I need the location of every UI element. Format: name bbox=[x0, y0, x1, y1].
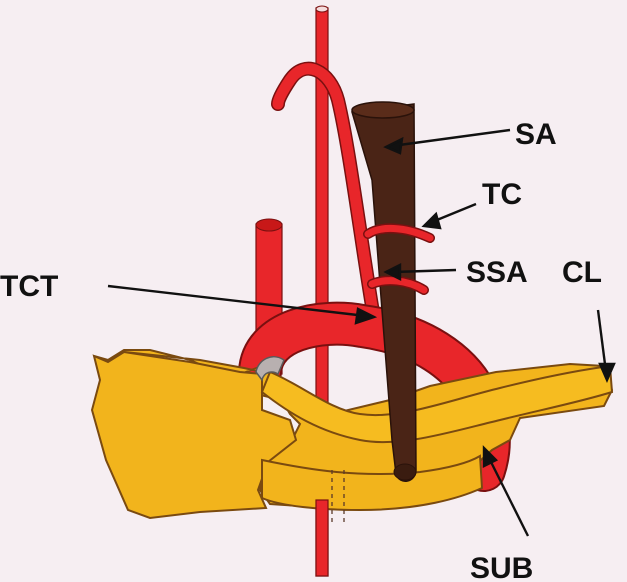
label-cl: CL bbox=[562, 256, 602, 289]
label-sub: SUB bbox=[470, 552, 533, 582]
arrow-sa bbox=[391, 128, 511, 148]
arrow-tct bbox=[107, 284, 367, 318]
label-ssa: SSA bbox=[466, 256, 528, 289]
arrow-ssa bbox=[393, 268, 457, 274]
scalene-anterior bbox=[351, 101, 417, 482]
label-tc: TC bbox=[482, 178, 522, 211]
clavicle-bone bbox=[90, 349, 614, 522]
arrow-tc bbox=[431, 202, 477, 224]
label-sa: SA bbox=[515, 118, 557, 151]
arrow-cl bbox=[596, 309, 608, 373]
arrow-sub bbox=[486, 455, 530, 537]
label-tct: TCT bbox=[0, 270, 58, 303]
label-arrows bbox=[107, 128, 616, 537]
